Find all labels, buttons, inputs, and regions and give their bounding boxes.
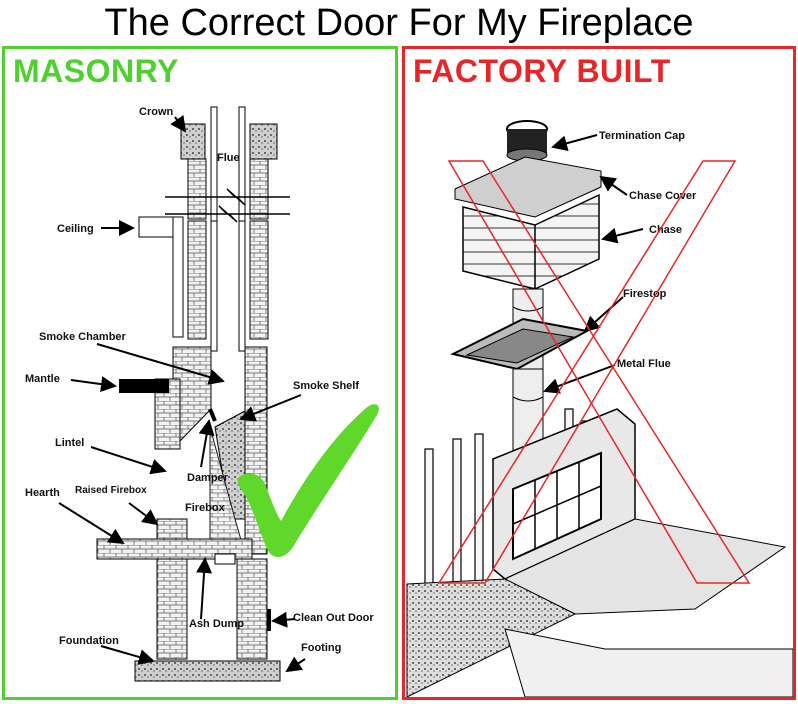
mantle-shape (119, 379, 169, 393)
masonry-heading: MASONRY (13, 53, 179, 89)
label-smoke-chamber: Smoke Chamber (39, 331, 127, 343)
label-metal-flue: Metal Flue (617, 358, 671, 370)
label-footing: Footing (301, 642, 341, 654)
label-termination-cap: Termination Cap (599, 130, 685, 142)
label-crown: Crown (139, 106, 174, 118)
label-hearth: Hearth (25, 487, 60, 499)
label-ceiling: Ceiling (57, 223, 94, 235)
label-damper: Damper (187, 472, 229, 484)
footing-shape (134, 660, 281, 682)
masonry-panel: MASONRY (2, 46, 398, 700)
factory-built-heading: FACTORY BUILT (413, 53, 671, 89)
factory-built-diagram: Termination Cap Chase Cover Chase Firest… (406, 120, 793, 697)
label-lintel: Lintel (55, 437, 84, 449)
ceiling-shape (138, 216, 174, 238)
foundation-shape (156, 558, 188, 660)
label-clean-out-door: Clean Out Door (293, 612, 374, 624)
termination-cap-shape (506, 120, 548, 162)
label-chase-cover: Chase Cover (629, 190, 697, 202)
page-title: The Correct Door For My Fireplace (104, 2, 694, 44)
label-firebox: Firebox (185, 502, 226, 514)
check-mark-icon (237, 404, 379, 558)
factory-built-panel: FACTORY BUILT (402, 46, 796, 700)
label-mantle: Mantle (25, 373, 60, 385)
masonry-diagram: Crown Flue Ceiling Smoke Chamber Mantle … (25, 106, 379, 682)
label-smoke-shelf: Smoke Shelf (293, 380, 359, 392)
chimney-wall-left (187, 158, 207, 220)
label-firestop: Firestop (623, 288, 667, 300)
label-chase: Chase (649, 224, 682, 236)
label-flue: Flue (217, 152, 240, 164)
label-ash-dump: Ash Dump (189, 618, 244, 630)
x-mark-icon (437, 160, 751, 584)
label-foundation: Foundation (59, 635, 119, 647)
label-raised-firebox: Raised Firebox (75, 485, 147, 496)
chimney-wall-right (249, 158, 269, 220)
